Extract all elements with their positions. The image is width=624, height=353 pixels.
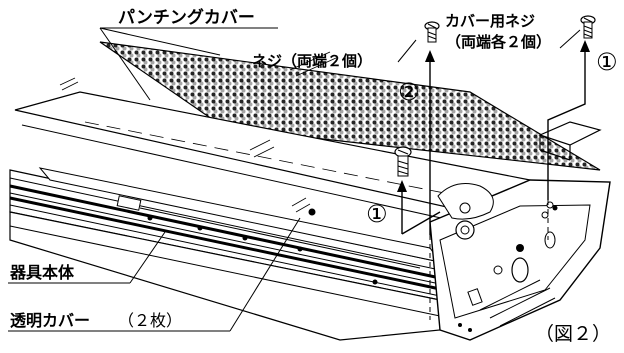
assembly-arrows xyxy=(401,48,586,320)
fixture-body xyxy=(9,167,442,341)
cover-screw-label: カバー用ネジ xyxy=(445,12,535,30)
step-2-marker: ② xyxy=(398,78,420,106)
step-1-left-marker: ① xyxy=(366,200,388,228)
cover-screw-icon xyxy=(580,15,596,39)
step-1-right-marker: ① xyxy=(596,48,618,76)
punching-cover xyxy=(73,41,601,171)
figure-label: （図２） xyxy=(535,323,611,345)
arrow-heads xyxy=(397,40,590,192)
clear-cover-qty: （２枚） xyxy=(118,311,182,330)
end-cap xyxy=(429,179,611,341)
clear-cover-label: 透明カバー xyxy=(10,311,90,330)
screw-middle-icon xyxy=(394,146,412,177)
screw-label: ネジ（両端２個） xyxy=(252,52,372,70)
leader-lines xyxy=(8,27,581,332)
fixture-body-label: 器具本体 xyxy=(9,263,75,282)
cover-screw-note: （両端各２個） xyxy=(446,33,551,51)
punching-cover-label: パンチングカバー xyxy=(118,7,255,28)
cover-screw-bracket xyxy=(538,121,602,161)
screw-top-icon xyxy=(424,21,440,43)
